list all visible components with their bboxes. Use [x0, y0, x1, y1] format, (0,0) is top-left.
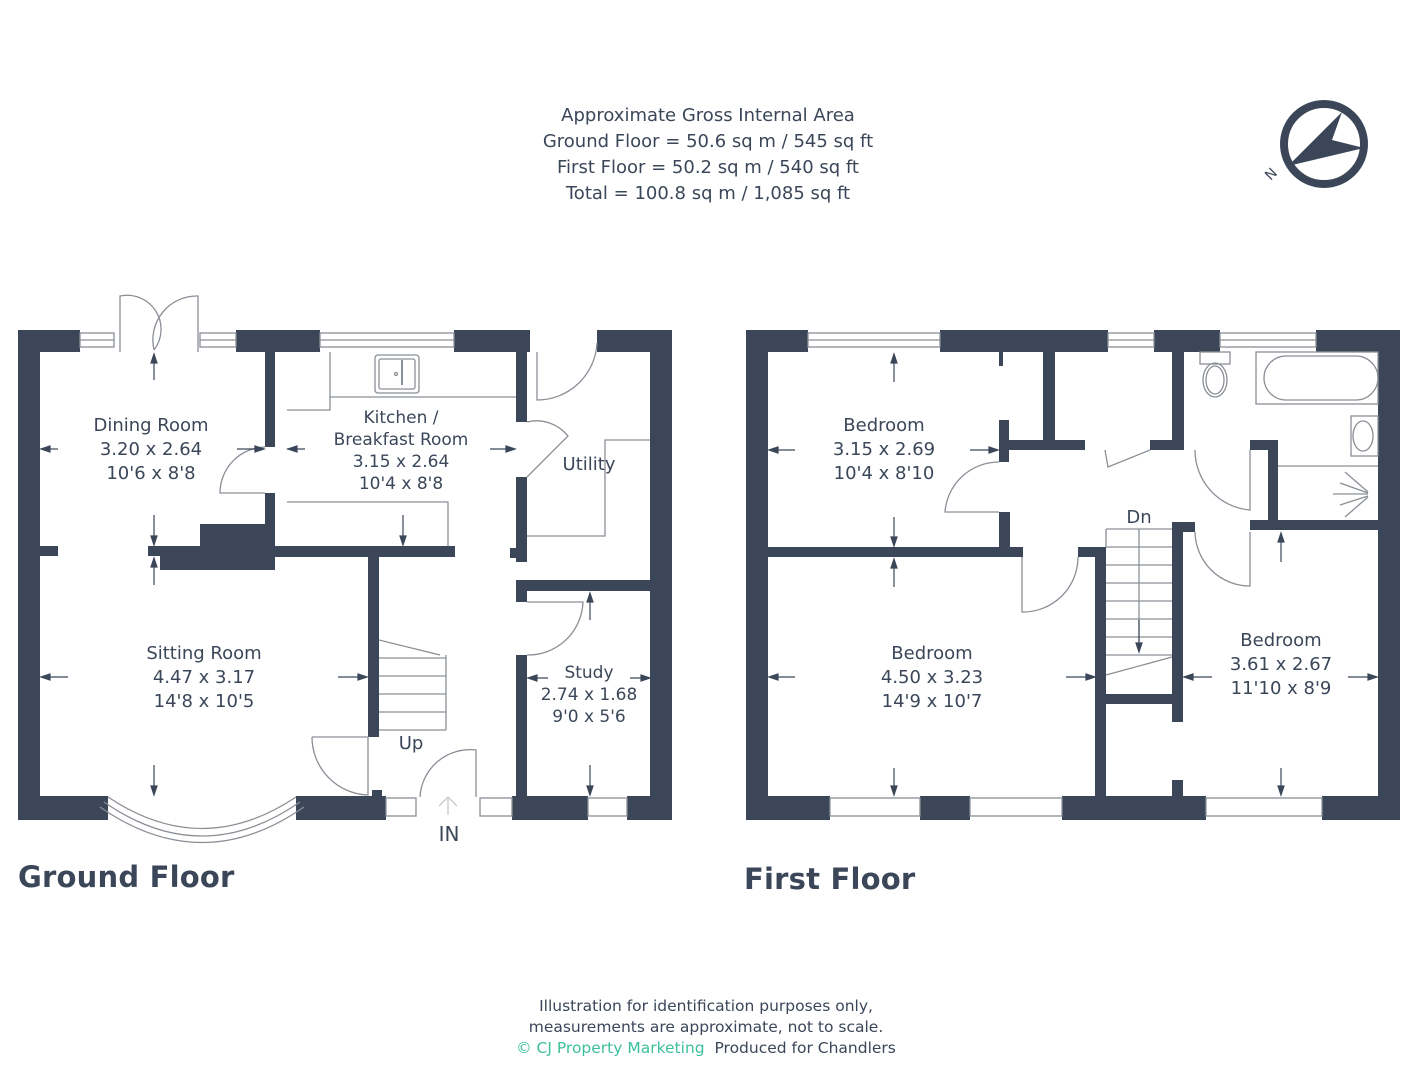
- room-kitchen: Kitchen / Breakfast Room 3.15 x 2.64 10'…: [333, 408, 469, 494]
- entrance-arrow-icon: [438, 796, 458, 815]
- area-ground-floor: Ground Floor = 50.6 sq m / 545 sq ft: [542, 131, 874, 152]
- produced-for: Produced for Chandlers: [714, 1039, 896, 1057]
- stairs-up-label: Up: [398, 733, 424, 754]
- first-windows: [807, 332, 1323, 817]
- area-first-floor: First Floor = 50.2 sq m / 540 sq ft: [557, 157, 859, 178]
- area-total: Total = 100.8 sq m / 1,085 sq ft: [565, 183, 851, 204]
- dimension-arrows: [39, 352, 1379, 797]
- room-bedroom-1: Bedroom 3.15 x 2.69 10'4 x 8'10: [832, 415, 936, 484]
- first-floor-walls: [746, 330, 1400, 820]
- brand-credit: © CJ Property Marketing: [516, 1039, 705, 1057]
- disclaimer-footer: Illustration for identification purposes…: [516, 997, 896, 1057]
- room-dining: Dining Room 3.20 x 2.64 10'6 x 8'8: [93, 415, 209, 484]
- ground-windows: [79, 332, 628, 844]
- stairs-up: [378, 639, 447, 731]
- compass-north-icon: N: [1262, 100, 1368, 188]
- entrance-label: IN: [438, 822, 460, 846]
- first-floor-title: First Floor: [744, 862, 916, 896]
- stairs-down-label: Dn: [1126, 507, 1152, 528]
- area-title: Approximate Gross Internal Area: [561, 105, 855, 126]
- ground-floor-title: Ground Floor: [18, 860, 235, 894]
- room-bedroom-3: Bedroom 3.61 x 2.67 11'10 x 8'9: [1229, 630, 1333, 699]
- room-utility: Utility: [562, 454, 616, 475]
- room-bedroom-2: Bedroom 4.50 x 3.23 14'9 x 10'7: [880, 643, 984, 712]
- room-sitting: Sitting Room 4.47 x 3.17 14'8 x 10'5: [146, 643, 262, 712]
- ground-floor-walls: [18, 330, 672, 820]
- room-study: Study 2.74 x 1.68 9'0 x 5'6: [540, 663, 638, 727]
- gross-internal-area: Approximate Gross Internal Area Ground F…: [408, 103, 1008, 207]
